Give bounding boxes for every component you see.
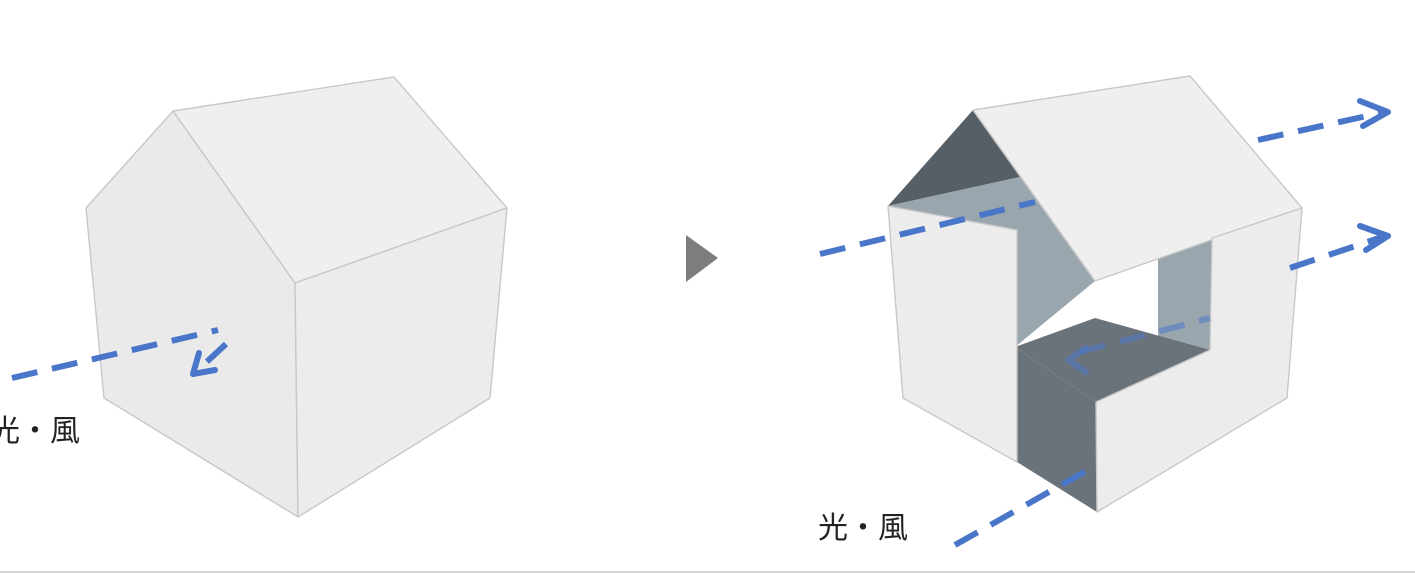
lower-flow-line-inside — [1079, 315, 1211, 355]
blocked-flow-arrowhead — [190, 350, 218, 377]
lower-flow-line-out — [1289, 233, 1386, 271]
open-house-floor — [1015, 318, 1210, 402]
after-light-wind-label: 光・風 — [818, 511, 908, 546]
blocked-flow-return — [195, 341, 229, 373]
blocked-flow-line — [11, 327, 219, 381]
upper-flow-arrowhead — [1357, 98, 1391, 129]
play-triangle-icon — [686, 235, 718, 282]
upper-flow-line-out — [1257, 109, 1386, 143]
open-house-lower-opening — [1015, 347, 1097, 512]
open-house — [887, 75, 1303, 513]
closed-house — [85, 76, 508, 518]
open-house-side-wall — [1095, 207, 1303, 513]
upper-flow-line-in — [819, 199, 1036, 257]
open-house-flows — [819, 98, 1391, 548]
closed-house-blocked-flow — [11, 327, 229, 381]
open-house-gable-inside — [888, 110, 1020, 206]
before-light-wind-label: 光・風 — [0, 414, 80, 449]
open-house-window-opening — [1095, 256, 1158, 325]
closed-house-side-wall — [294, 207, 508, 518]
open-house-left-wall — [887, 205, 1018, 463]
lower-flow-line-in — [953, 463, 1097, 548]
open-house-roof-ridge-edge — [972, 109, 1096, 282]
open-house-inner-roof-wall — [1015, 177, 1095, 347]
open-house-window-reveal — [1158, 238, 1212, 366]
lower-flow-arrowhead — [1357, 223, 1391, 253]
inside-flow-chevron — [1065, 345, 1089, 375]
